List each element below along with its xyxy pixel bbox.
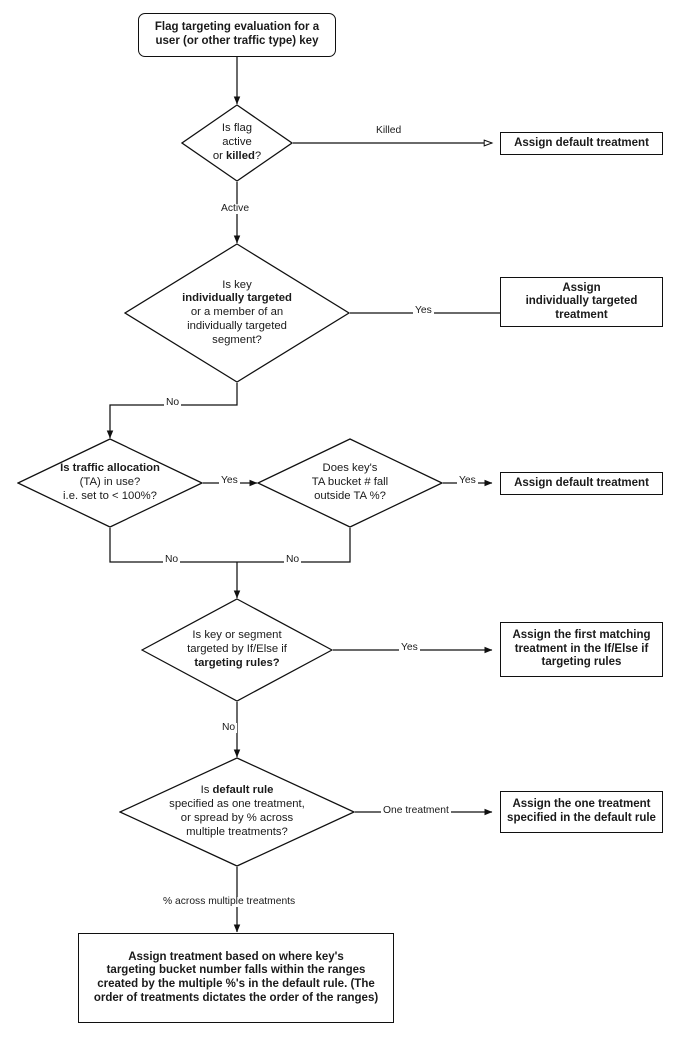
- diamond-shape-individually-targeted: [124, 243, 350, 383]
- edge-label-active: Active: [219, 203, 252, 215]
- flag-state-line1: Is flag: [221, 122, 253, 135]
- ta-line1: Is traffic allocation: [60, 462, 160, 475]
- ind-targeted-line4: individually targeted: [187, 319, 287, 332]
- defrule-line1-prefix: Is: [200, 784, 213, 797]
- bucket-line1: Does key's: [322, 462, 378, 475]
- node-decision-if-else: Is key or segment targeted by If/Else if…: [141, 598, 333, 702]
- ifelse-line3: targeting rules?: [194, 656, 280, 669]
- edge-label-killed: Killed: [374, 125, 404, 137]
- ind-targeted-line3: or a member of an: [190, 306, 284, 319]
- node-decision-traffic-allocation: Is traffic allocation (TA) in use? i.e. …: [17, 438, 203, 528]
- pct-line3: created by the multiple %'s in the defau…: [97, 978, 375, 990]
- node-decision-individually-targeted-label: Is key individually targeted or a member…: [124, 243, 350, 383]
- node-decision-default-rule-label: Is default rule specified as one treatme…: [119, 757, 355, 867]
- node-start-line1: Flag targeting evaluation for a: [154, 21, 320, 34]
- node-decision-flag-state-label: Is flag active or killed?: [181, 104, 293, 182]
- node-decision-ta-bucket: Does key's TA bucket # fall outside TA %…: [257, 438, 443, 528]
- node-decision-default-rule: Is default rule specified as one treatme…: [119, 757, 355, 867]
- first-match-line1: Assign the first matching: [512, 629, 651, 642]
- node-start: Flag targeting evaluation for a user (or…: [138, 13, 336, 57]
- defrule-line1: Is default rule: [169, 784, 305, 798]
- node-start-line2: user (or other traffic type) key: [155, 35, 319, 47]
- assign-ind-line1: Assign: [562, 281, 601, 294]
- edge-label-ta-no: No: [163, 554, 181, 566]
- node-decision-traffic-allocation-label: Is traffic allocation (TA) in use? i.e. …: [17, 438, 203, 528]
- defrule-line2: specified as one treatment,: [169, 798, 305, 811]
- node-assign-individually-targeted: Assign individually targeted treatment: [500, 277, 663, 327]
- ifelse-line1: Is key or segment: [192, 629, 282, 642]
- defrule-line3: or spread by % across: [180, 812, 294, 824]
- edge-label-bucket-no: No: [284, 554, 302, 566]
- node-decision-if-else-label: Is key or segment targeted by If/Else if…: [141, 598, 333, 702]
- node-assign-percent-spread: Assign treatment based on where key's ta…: [78, 933, 394, 1023]
- assign-default-killed-line1: Assign default treatment: [514, 136, 649, 149]
- node-assign-one-treatment: Assign the one treatment specified in th…: [500, 791, 663, 833]
- ind-targeted-line5: segment?: [212, 333, 262, 346]
- assign-default-ta-line1: Assign default treatment: [514, 476, 649, 489]
- diamond-shape-ta-bucket: [257, 438, 443, 528]
- flag-state-line3-prefix: or: [212, 149, 226, 162]
- pct-line2: targeting bucket number falls within the…: [106, 964, 366, 977]
- diamond-shape-traffic-allocation: [17, 438, 203, 528]
- edge-label-individually-no: No: [164, 397, 182, 409]
- ind-targeted-line1: Is key: [222, 278, 252, 291]
- one-treat-line1: Assign the one treatment: [512, 798, 651, 811]
- node-decision-ta-bucket-label: Does key's TA bucket # fall outside TA %…: [257, 438, 443, 528]
- bucket-line2: TA bucket # fall: [311, 476, 389, 489]
- defrule-line1-bold: default rule: [212, 784, 274, 797]
- edge-label-individually-yes: Yes: [413, 305, 434, 317]
- flag-state-line3-suffix: ?: [254, 149, 262, 162]
- defrule-line4: multiple treatments?: [186, 825, 288, 838]
- ta-line2: (TA) in use?: [79, 476, 141, 489]
- ta-line3: i.e. set to < 100%?: [63, 489, 157, 502]
- node-assign-default-killed: Assign default treatment: [500, 132, 663, 155]
- flag-state-line3-bold: killed: [226, 149, 255, 162]
- diamond-shape-flag-state: [181, 104, 293, 182]
- first-match-line2: treatment in the If/Else if: [514, 642, 649, 655]
- pct-line1: Assign treatment based on where key's: [128, 950, 344, 963]
- bucket-line3: outside TA %?: [314, 489, 386, 502]
- flag-state-line2: active: [222, 136, 252, 149]
- ind-targeted-line2: individually targeted: [182, 292, 292, 305]
- node-decision-individually-targeted: Is key individually targeted or a member…: [124, 243, 350, 383]
- one-treat-line2: specified in the default rule: [507, 812, 656, 824]
- assign-ind-line3: treatment: [555, 308, 608, 321]
- ifelse-line2: targeted by If/Else if: [187, 643, 287, 656]
- flag-state-line3: or killed?: [213, 150, 261, 164]
- diamond-shape-default-rule: [119, 757, 355, 867]
- edge-label-bucket-yes: Yes: [457, 475, 478, 487]
- edge-label-percent-across: % across multiple treatments: [161, 896, 298, 908]
- edge-label-one-treatment: One treatment: [381, 805, 451, 817]
- edge-label-ifelse-no: No: [220, 722, 238, 734]
- pct-line4: order of treatments dictates the order o…: [93, 991, 379, 1004]
- edge-label-ta-yes: Yes: [219, 475, 240, 487]
- edge-label-ifelse-yes: Yes: [399, 642, 420, 654]
- node-assign-default-ta: Assign default treatment: [500, 472, 663, 495]
- node-assign-first-matching: Assign the first matching treatment in t…: [500, 622, 663, 677]
- first-match-line3: targeting rules: [541, 656, 622, 669]
- diamond-shape-if-else: [141, 598, 333, 702]
- node-decision-flag-state: Is flag active or killed?: [181, 104, 293, 182]
- assign-ind-line2: individually targeted: [525, 295, 638, 308]
